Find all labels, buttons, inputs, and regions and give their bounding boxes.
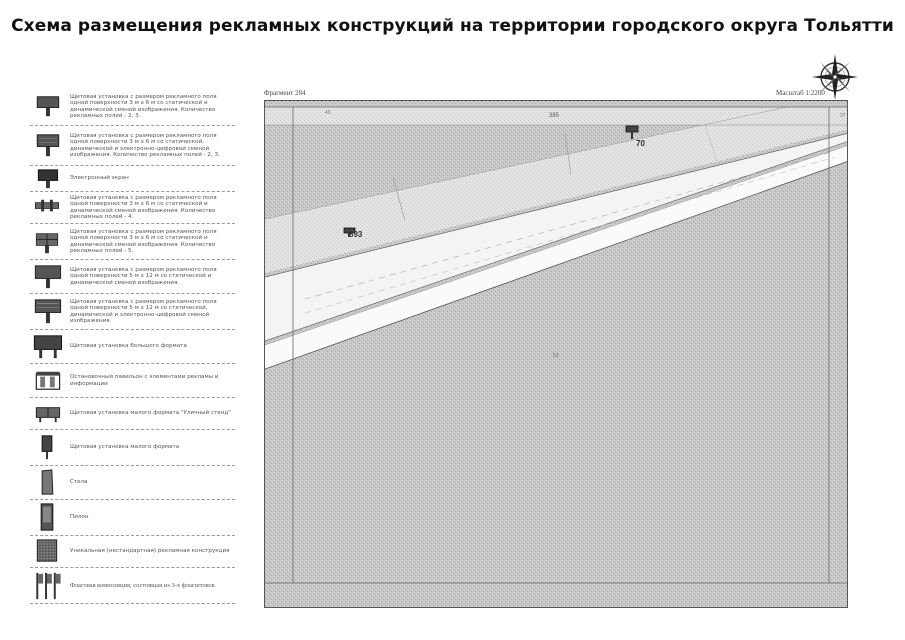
billboard-5x12-digital-icon [34, 299, 62, 324]
legend: Щитовая установка с размером рекламного … [30, 88, 235, 604]
legend-item-text: Остановочный павильон с элементами рекла… [70, 374, 219, 387]
pylon-icon [40, 503, 54, 531]
billboard-marker-icon[interactable] [343, 227, 357, 237]
legend-item: Щитовая установка с размером рекламного … [30, 224, 235, 260]
marker-id-label: 70 [636, 139, 645, 148]
legend-item: Щитовая установка малого формата [30, 430, 235, 466]
billboard-4-fields-icon [34, 199, 60, 212]
map-scale-label: Масштаб 1:2200 [776, 89, 825, 97]
billboard-3x6-icon [36, 96, 60, 117]
map-small-label: 53 [553, 353, 559, 359]
legend-item: Уникальная (нестандартная) рекламная кон… [30, 536, 235, 568]
legend-item: Щитовая установка с размером рекламного … [30, 126, 235, 166]
legend-item-text: Щитовая установка с размером рекламного … [70, 195, 217, 220]
legend-item: Щитовая установка с размером рекламного … [30, 294, 235, 330]
road-label: 385 [549, 113, 560, 119]
legend-item-text: Уникальная (нестандартная) рекламная кон… [70, 548, 230, 555]
electronic-screen-icon [37, 169, 59, 189]
large-format-billboard-icon [33, 335, 63, 359]
legend-item-text: Щитовая установка с размером рекламного … [70, 94, 217, 119]
legend-item-text: Электронный экран [70, 175, 129, 182]
map-canvas [265, 101, 847, 607]
top-strip [265, 107, 847, 125]
small-format-billboard-icon [41, 435, 53, 460]
billboard-5x12-icon [34, 265, 62, 289]
map-small-label: 37 [840, 113, 846, 119]
billboard-3x6-digital-icon [36, 134, 60, 157]
map-fragment-label: Фрагмент 284 [264, 89, 306, 97]
legend-item-text: Щитовая установка с размером рекламного … [70, 299, 217, 324]
legend-item: Щитовая установка с размером рекламного … [30, 260, 235, 294]
roadside-area [265, 145, 847, 369]
legend-item-text: Щитовая установка малого формата "Уличны… [70, 410, 231, 417]
bus-stop-pavilion-icon [35, 371, 61, 390]
legend-item-text: Щитовая установка с размером рекламного … [70, 133, 220, 158]
legend-item: Щитовая установка с размером рекламного … [30, 192, 235, 224]
legend-item: Щитовая установка большого формата [30, 330, 235, 364]
road-surface [265, 133, 847, 341]
map-small-label: 45 [325, 110, 331, 116]
legend-item: Остановочный павильон с элементами рекла… [30, 364, 235, 398]
legend-item: Пилон [30, 500, 235, 536]
legend-item: Щитовая установка малого формата "Уличны… [30, 398, 235, 430]
marker-id-label: 893 [349, 230, 363, 239]
billboard-5-fields-icon [35, 233, 59, 254]
legend-item-text: Щитовая установка с размером рекламного … [70, 229, 217, 254]
legend-item: Стела [30, 466, 235, 500]
compass-rose-icon [812, 54, 858, 100]
street-stand-icon [35, 407, 61, 423]
legend-item-text: Щитовая установка большого формата [70, 343, 187, 350]
legend-item-text: Стела [70, 479, 88, 486]
stele-icon [41, 469, 54, 495]
legend-item-text: Щитовая установка с размером рекламного … [70, 267, 217, 286]
road-band [265, 107, 847, 273]
legend-item-text: Флаговая композиция, состоящая из 3-х фл… [70, 581, 215, 589]
legend-item: Флаговая композиция, состоящая из 3-х фл… [30, 568, 235, 604]
legend-item-text: Пилон [70, 514, 89, 521]
legend-item-text: Щитовая установка малого формата [70, 444, 180, 451]
unique-structure-icon [36, 539, 58, 562]
page-title: Схема размещения рекламных конструкций н… [11, 16, 894, 36]
legend-item: Электронный экран [30, 166, 235, 192]
map-fragment: 385 45 37 53 70 893 [264, 100, 848, 608]
billboard-marker-icon[interactable] [625, 125, 641, 141]
flag-composition-icon [36, 572, 61, 600]
legend-item: Щитовая установка с размером рекламного … [30, 88, 235, 126]
